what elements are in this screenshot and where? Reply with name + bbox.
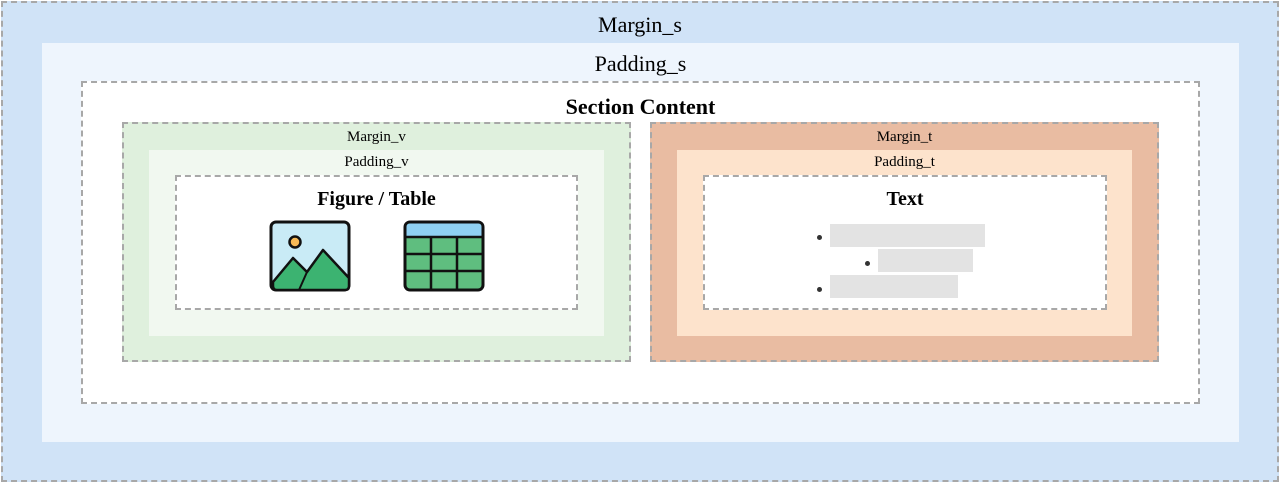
section-content-title: Section Content	[565, 94, 716, 119]
text-title: Text	[886, 188, 924, 210]
margin-v-label: Margin_v	[347, 129, 406, 145]
text-placeholder-line	[878, 249, 973, 272]
margin-s-label: Margin_s	[598, 12, 682, 37]
text-placeholder-line	[830, 224, 985, 247]
bullet-dot	[865, 261, 870, 266]
bullet-dot	[817, 287, 822, 292]
text-placeholder-line	[830, 275, 958, 298]
figure-content-box: Figure / Table	[175, 175, 578, 310]
text-content-box: Text	[703, 175, 1107, 310]
padding-v-label: Padding_v	[344, 154, 409, 170]
padding-s-label: Padding_s	[594, 51, 687, 76]
margin-t-label: Margin_t	[876, 129, 933, 145]
table-icon	[403, 220, 485, 292]
padding-t-label: Padding_t	[874, 154, 935, 170]
image-icon	[269, 220, 351, 292]
bullet-dot	[817, 235, 822, 240]
figure-table-title: Figure / Table	[317, 188, 436, 210]
